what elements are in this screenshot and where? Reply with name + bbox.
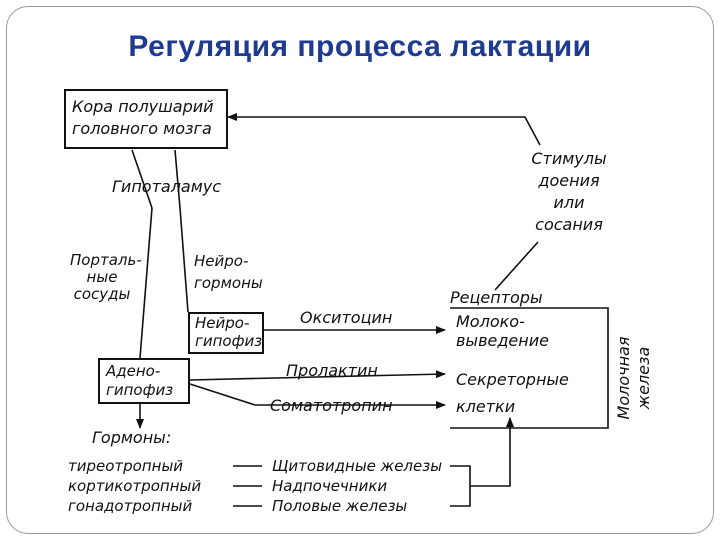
cortex-box — [64, 89, 228, 149]
oxytocin-label: Окситоцин — [300, 308, 393, 327]
somatotropin-label: Соматотропин — [270, 396, 393, 415]
mammary-gland-bracket — [450, 307, 609, 429]
line-glands-to-secretory — [470, 417, 514, 487]
adenohypophysis-label: Адено-гипофиз — [106, 362, 174, 399]
slide-title: Регуляция процесса лактации — [128, 30, 592, 63]
adenohypophysis-box — [98, 358, 190, 404]
line-cortex-right — [174, 149, 181, 209]
prolactin-label: Пролактин — [286, 361, 378, 380]
line-prolactin — [189, 370, 446, 381]
hormones-label: Гормоны: — [92, 428, 172, 447]
line-portal-vessels — [139, 207, 153, 359]
line-receptors-to-stimuli — [494, 241, 539, 291]
neurohypophysis-box — [188, 312, 264, 354]
line-neurohormones — [179, 207, 189, 313]
hypothalamus-label: Гипоталамус — [112, 177, 222, 196]
neurohypophysis-label: Нейро-гипофиз — [195, 314, 263, 350]
receptors-label: Рецепторы — [450, 288, 543, 307]
neurohormones-label: Нейро-гормоны — [194, 252, 263, 292]
line-stimuli-to-cortex — [227, 113, 541, 146]
glands-bracket — [450, 465, 471, 507]
milk-ejection-label: Молоко-выведение — [456, 312, 549, 350]
line-cortex-left — [131, 149, 153, 209]
line-somatotropin — [189, 383, 256, 406]
